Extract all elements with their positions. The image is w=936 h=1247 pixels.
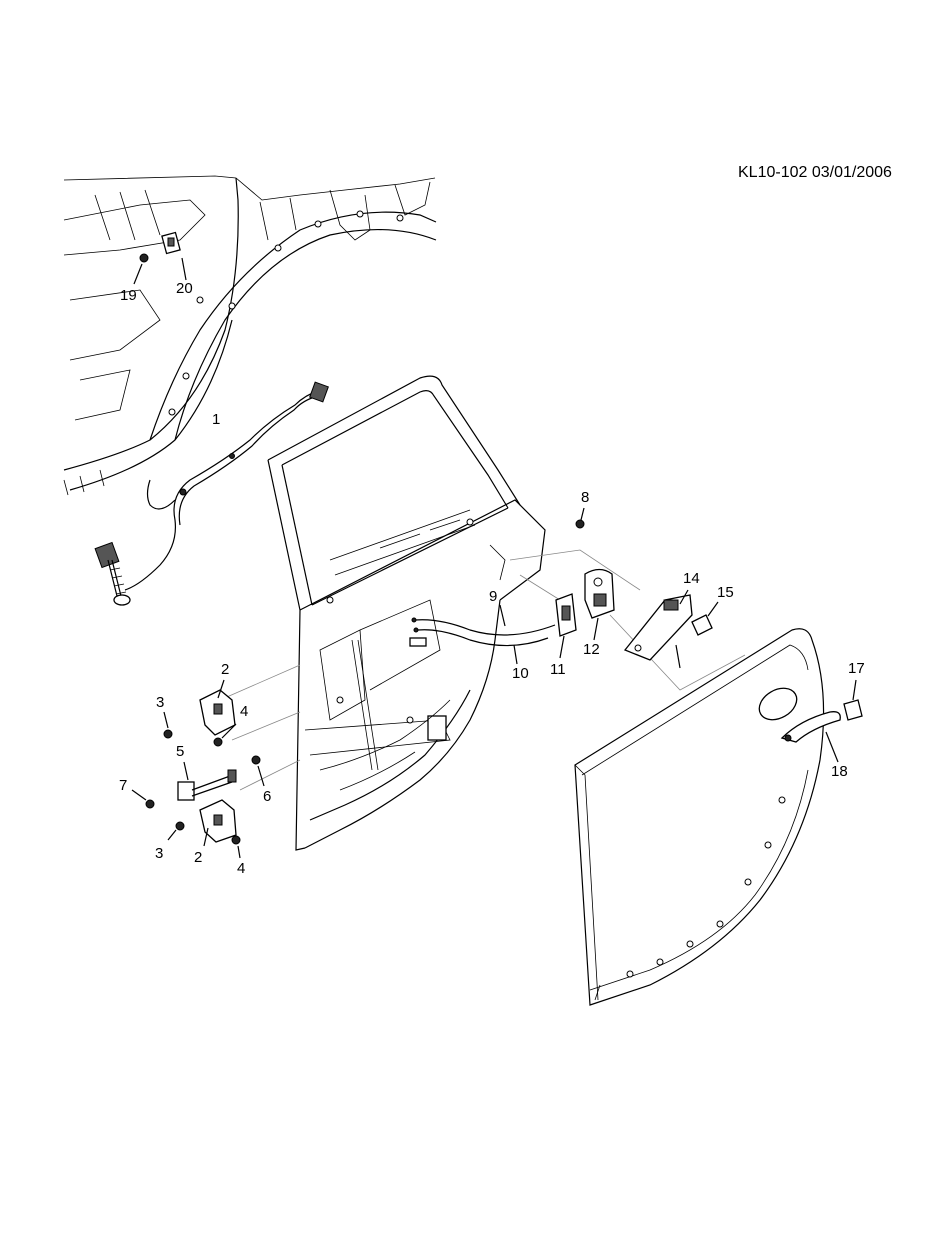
callout-18: 18 (831, 763, 848, 780)
callout-4-lower: 4 (237, 860, 245, 877)
callout-1: 1 (212, 411, 220, 428)
door-latch (584, 568, 615, 641)
handle-end-cap (843, 679, 863, 721)
callout-3-upper: 3 (156, 694, 164, 711)
striker-bolt (133, 253, 149, 285)
outside-handle-bracket (623, 589, 693, 669)
callout-19: 19 (120, 287, 137, 304)
body-side-panel (63, 175, 437, 496)
callout-20: 20 (176, 280, 193, 297)
lower-door-hinge (199, 799, 237, 847)
latch-bolt (575, 507, 585, 529)
callout-9: 9 (489, 588, 497, 605)
outer-door-panel (574, 628, 825, 1006)
callout-6: 6 (263, 788, 271, 805)
door-striker (161, 231, 187, 281)
callout-2-upper: 2 (221, 661, 229, 678)
callout-11: 11 (550, 661, 566, 678)
door-wiring-harness (94, 381, 329, 606)
hinge-bolts (163, 711, 241, 859)
rear-door-frame (267, 375, 546, 851)
callout-15: 15 (717, 584, 734, 601)
outside-door-handle (780, 711, 841, 763)
callout-3-lower: 3 (155, 845, 163, 862)
callout-10: 10 (512, 665, 529, 682)
handle-seal (691, 601, 719, 636)
callout-14: 14 (683, 570, 700, 587)
callout-7: 7 (119, 777, 127, 794)
lock-actuator (555, 593, 577, 659)
callout-labels: 1 2 2 3 3 4 4 5 6 7 8 9 10 11 12 14 15 1… (119, 280, 865, 877)
callout-17: 17 (848, 660, 865, 677)
callout-4-upper: 4 (240, 703, 248, 720)
callout-5: 5 (176, 743, 184, 760)
door-check-link (177, 761, 237, 801)
callout-12: 12 (583, 641, 600, 658)
callout-8: 8 (581, 489, 589, 506)
diagram-reference-code: KL10-102 03/01/2006 (738, 164, 892, 181)
upper-door-hinge (199, 679, 236, 736)
check-link-bolts (131, 755, 265, 809)
callout-2-lower: 2 (194, 849, 202, 866)
lock-cables (411, 604, 556, 665)
